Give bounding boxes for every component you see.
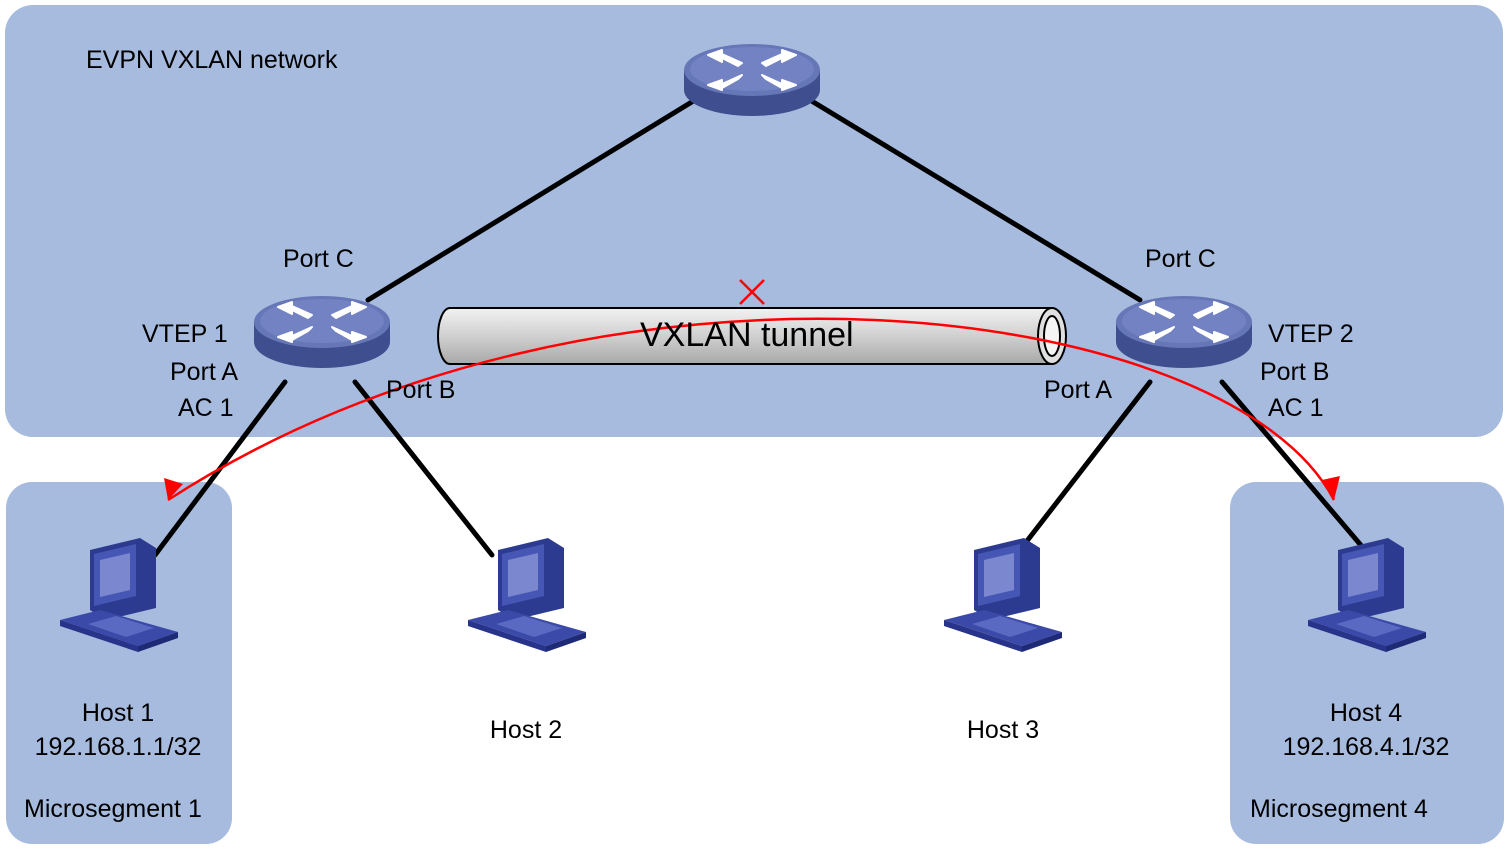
microsegment-1-region [6,482,232,844]
microsegment-1-label: Microsegment 1 [24,795,202,823]
host4-ip: 192.168.4.1/32 [1282,733,1450,761]
vtep1-ac-label: AC 1 [178,394,234,422]
vtep2-ac-label: AC 1 [1268,394,1324,422]
host2-name: Host 2 [489,716,563,744]
link-vtep1-host2 [352,379,495,558]
blocked-x-icon [739,279,765,305]
vtep1-port-c-label: Port C [283,245,354,273]
vtep2-name-label: VTEP 2 [1268,320,1354,348]
core-switch-icon [683,43,821,117]
vtep1-port-b-label: Port B [386,376,456,404]
host3-computer-icon [944,538,1062,652]
host1-ip: 192.168.1.1/32 [34,733,202,761]
host2-computer-icon [468,538,586,652]
link-core-vtep2 [807,97,1143,303]
vtep2-port-a-label: Port A [1044,376,1113,404]
host1-name: Host 1 [81,699,155,727]
vtep2-switch-icon [1115,295,1253,369]
link-vtep2-host3 [1017,379,1153,553]
link-core-vtep1 [365,97,698,303]
tunnel-label: VXLAN tunnel [640,316,854,354]
network-title: EVPN VXLAN network [86,46,338,74]
microsegment-4-label: Microsegment 4 [1250,795,1428,823]
vtep2-port-b-label: Port B [1260,358,1330,386]
arrowhead-host1 [164,478,183,500]
arrowhead-host4 [1322,476,1340,500]
host4-name: Host 4 [1329,699,1403,727]
host3-name: Host 3 [966,716,1040,744]
microsegment-4-region [1230,482,1504,844]
link-vtep2-host4 [1219,379,1368,553]
vtep1-switch-icon [253,295,391,369]
vtep2-port-c-label: Port C [1145,245,1216,273]
vtep1-port-a-label: Port A [170,358,239,386]
vtep1-name-label: VTEP 1 [142,320,228,348]
blocked-path-arrow [167,317,1336,502]
